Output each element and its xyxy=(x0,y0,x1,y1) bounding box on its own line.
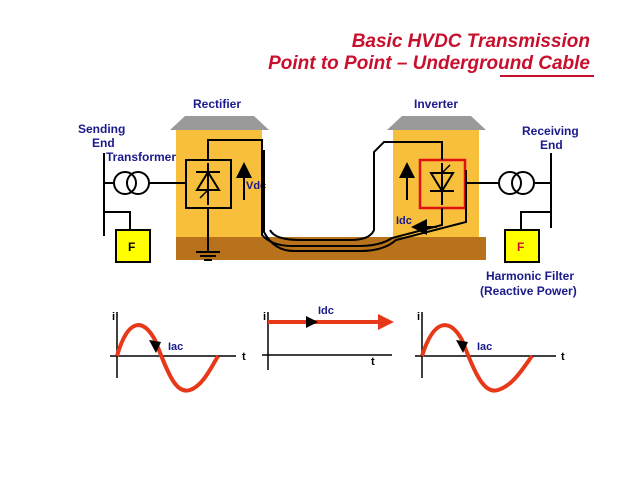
waveform-ac-receiving-y-label: i xyxy=(417,311,420,323)
diagram-title-line2: Point to Point – Underground Cable xyxy=(268,53,590,74)
ground-symbol-icon xyxy=(196,240,220,261)
receiving-end-label-line1: Receiving xyxy=(522,124,579,138)
waveform-ac-sending: i t Iac xyxy=(110,311,246,393)
idc-station-label: Idc xyxy=(396,215,412,227)
waveform-ac-receiving-label: Iac xyxy=(477,341,492,353)
rectifier-station: Vdc xyxy=(170,116,269,237)
inverter-roof xyxy=(387,116,486,130)
waveform-dc-label: Idc xyxy=(318,305,334,317)
filter-right xyxy=(504,229,540,263)
harmonic-filter-label-line2: (Reactive Power) xyxy=(480,284,577,298)
transformer-label: Transformer xyxy=(106,150,176,164)
waveform-ac-sending-label: Iac xyxy=(168,341,183,353)
filter-right-label: F xyxy=(517,240,524,254)
rectifier-building xyxy=(176,130,262,237)
inverter-station: Idc xyxy=(387,116,486,237)
transformer-right-icon xyxy=(498,171,522,195)
filter-left-label: F xyxy=(128,240,135,254)
waveform-ac-sending-x-label: t xyxy=(242,351,246,363)
transformer-left-icon xyxy=(113,171,137,195)
rectifier-label: Rectifier xyxy=(193,97,241,111)
waveform-ac-receiving-arrow-icon xyxy=(456,340,468,353)
rectifier-roof xyxy=(170,116,269,130)
waveform-dc-x-label: t xyxy=(371,356,375,368)
waveform-ac-receiving-x-label: t xyxy=(561,351,565,363)
waveform-dc-y-label: i xyxy=(263,311,266,323)
title-underline xyxy=(500,75,594,77)
harmonic-filter-label-line1: Harmonic Filter xyxy=(486,269,574,283)
waveform-dc-arrow-end-icon xyxy=(378,314,394,330)
waveform-ac-sending-curve xyxy=(115,323,220,393)
waveform-ac-sending-arrow-icon xyxy=(149,340,161,353)
ground-strip xyxy=(176,237,486,260)
waveform-dc: i t Idc xyxy=(262,305,394,370)
diagram-title-line1: Basic HVDC Transmission xyxy=(351,31,590,52)
waveform-ac-sending-y-label: i xyxy=(112,311,115,323)
waveform-ac-receiving: i t Iac xyxy=(415,311,565,393)
underground-cable xyxy=(207,139,467,252)
waveform-dc-arrow-mid-icon xyxy=(306,316,318,328)
inverter-label: Inverter xyxy=(414,97,458,111)
receiving-end-label-line2: End xyxy=(540,138,563,152)
waveform-ac-receiving-curve xyxy=(420,323,534,393)
receiving-end xyxy=(465,153,552,230)
filter-left xyxy=(115,229,151,263)
sending-end-label-line1: Sending xyxy=(78,122,125,136)
sending-end xyxy=(103,153,186,236)
sending-end-label-line2: End xyxy=(92,136,115,150)
